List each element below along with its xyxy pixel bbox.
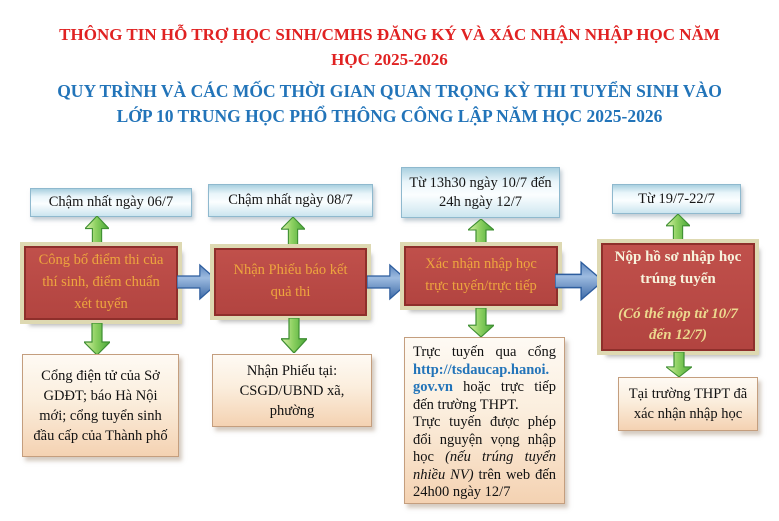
arrow-up-icon [85,216,109,247]
flow-arrow-right-icon [367,263,409,301]
arrow-down-icon [281,318,307,353]
deadline-box-3: Từ 13h30 ngày 10/7 đến 24h ngày 12/7 [401,167,560,218]
flow-arrow-right-icon [555,260,603,302]
detail-text: hoặc trực tiếp đến trường THPT. [413,379,556,413]
deadline-box-2: Chậm nhất ngày 08/7 [208,184,373,217]
arrow-up-icon [468,219,494,246]
arrow-up-icon [666,214,690,243]
arrow-down-icon [84,323,110,355]
action-note: (Có thể nộp từ 10/7 đến 12/7) [618,305,738,344]
detail-note-italic: (nếu trúng tuyển nhiều NV) [413,449,556,483]
detail-box-4: Tại trường THPT đã xác nhận nhập học [618,377,758,431]
detail-box-1: Cổng điện tử của Sở GDĐT; báo Hà Nội mới… [22,354,179,457]
detail-box-3: Trực tuyến qua cổng http://tsdaucap.hano… [404,337,565,504]
detail-box-2: Nhận Phiếu tại: CSGD/UBND xã, phường [212,354,372,427]
action-box-1: Công bố điểm thi của thí sinh, điểm chuẩ… [24,246,178,320]
flow-arrow-right-icon [177,263,219,301]
arrow-down-icon [468,308,494,337]
deadline-box-1: Chậm nhất ngày 06/7 [30,188,192,217]
action-title: Nộp hồ sơ nhập học trúng tuyển [614,249,742,287]
arrow-down-icon [666,352,692,377]
enrollment-portal-link[interactable]: http://tsdaucap.hanoi.gov.vn [413,361,550,396]
action-box-3: Xác nhận nhập học trực tuyến/trực tiếp [404,246,558,306]
arrow-up-icon [281,217,305,247]
action-box-4: Nộp hồ sơ nhập học trúng tuyển (Có thể n… [601,243,755,351]
page-title: THÔNG TIN HỖ TRỢ HỌC SINH/CMHS ĐĂNG KÝ V… [59,25,720,69]
deadline-box-4: Từ 19/7-22/7 [612,184,741,214]
detail-text: Trực tuyến qua cổng [413,344,556,360]
page-subtitle: QUY TRÌNH VÀ CÁC MỐC THỜI GIAN QUAN TRỌN… [57,81,722,126]
action-box-2: Nhận Phiếu báo kết quả thi [214,248,367,316]
header: THÔNG TIN HỖ TRỢ HỌC SINH/CMHS ĐĂNG KÝ V… [0,22,779,129]
detail-text-line2: Trực tuyến được phép đổi nguyện vọng nhậ… [413,414,557,500]
